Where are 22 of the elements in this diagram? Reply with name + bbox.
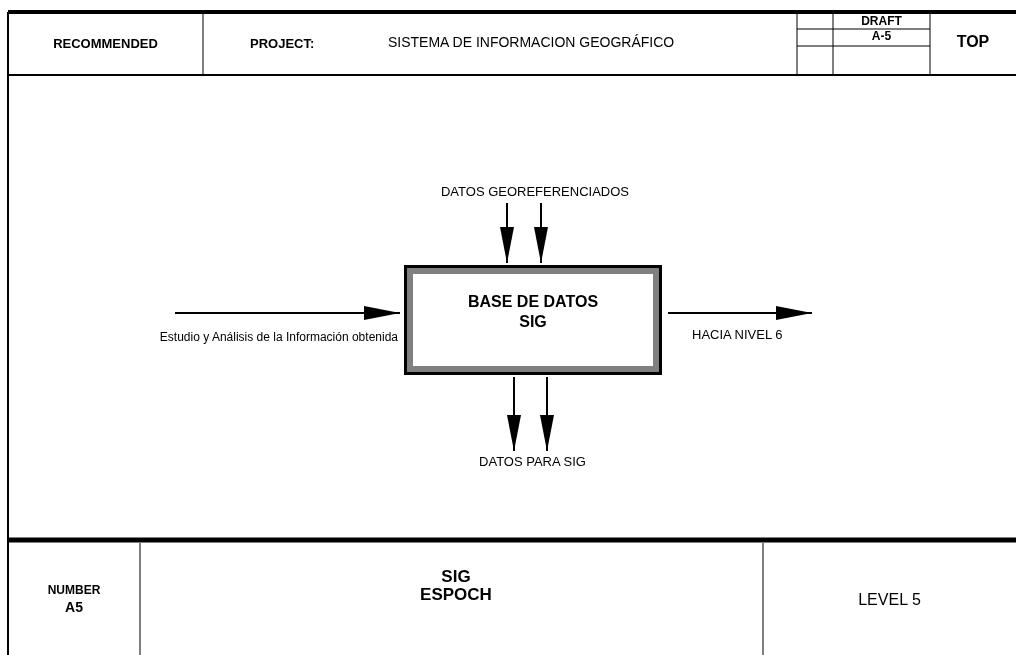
flow-label: DATOS GEOREFERENCIADOS bbox=[410, 183, 660, 201]
field-label: NUMBER bbox=[46, 583, 102, 597]
page-number: A5 bbox=[64, 599, 84, 615]
process-box bbox=[404, 265, 662, 375]
revision-code: A-5 bbox=[870, 29, 893, 43]
flow-label: Estudio y Análisis de la Información obtenida bbox=[78, 328, 398, 346]
level-text: LEVEL 5 bbox=[857, 591, 922, 609]
arrow bbox=[500, 202, 514, 264]
field-label: PROJECT: bbox=[250, 36, 316, 51]
box-label: BASE DE DATOS SIG bbox=[467, 292, 599, 332]
project-title: SISTEMA DE INFORMACION GEOGRÁFICO bbox=[388, 34, 676, 50]
arrow bbox=[540, 376, 554, 452]
arrow bbox=[174, 306, 401, 320]
header-text: RECOMMENDED bbox=[52, 36, 159, 51]
arrow bbox=[534, 202, 548, 264]
header-text: TOP bbox=[955, 33, 991, 51]
footer-title: SIG ESPOCH bbox=[419, 568, 493, 604]
flow-label: HACIA NIVEL 6 bbox=[692, 326, 817, 344]
arrow bbox=[507, 376, 521, 452]
flow-label: DATOS PARA SIG bbox=[440, 453, 625, 471]
arrow bbox=[667, 306, 813, 320]
header-text: DRAFT bbox=[860, 14, 903, 28]
